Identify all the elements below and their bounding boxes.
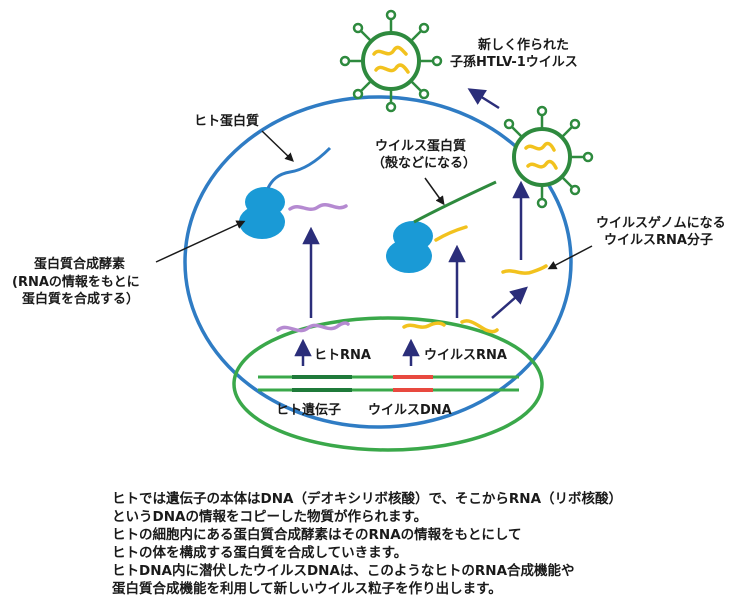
leader-enzyme xyxy=(155,220,246,263)
label-human-protein: ヒト蛋白質 xyxy=(194,113,259,129)
budding-virus xyxy=(503,105,594,209)
leader-virus-genome xyxy=(547,245,593,270)
caption-line: ヒトの体を構成する蛋白質を合成していきます。 xyxy=(112,545,408,561)
caption-line: ヒトDNA内に潜伏したウイルスDNAは、このようなヒトのRNA合成機能や xyxy=(112,563,575,579)
label-human-gene: ヒト遺伝子 xyxy=(276,402,341,418)
virus-rna-nucleus-2 xyxy=(460,319,499,334)
label-new-virus-2: 子孫HTLV-1ウイルス xyxy=(450,54,578,70)
arrow-release-virus xyxy=(467,88,500,110)
label-enzyme-2: (RNAの情報をもとに xyxy=(12,274,140,290)
nucleus xyxy=(232,316,544,452)
label-virus-genome-2: ウイルスRNA分子 xyxy=(604,232,713,248)
explanation-text: ヒトでは遺伝子の本体はDNA（デオキシリボ核酸）で、そこからRNA（リボ核酸） … xyxy=(112,490,732,598)
cell-membrane xyxy=(183,95,573,429)
human-rna-nucleus xyxy=(276,321,350,333)
ribosome-left xyxy=(239,187,285,239)
label-virus-rna: ウイルスRNA xyxy=(424,348,507,363)
label-new-virus-1: 新しく作られた xyxy=(478,37,569,53)
released-virus xyxy=(339,9,443,113)
virus-genome-rna xyxy=(501,264,548,275)
human-protein-chain xyxy=(266,146,332,189)
caption-line: ヒトでは遺伝子の本体はDNA（デオキシリボ核酸）で、そこからRNA（リボ核酸） xyxy=(112,491,623,507)
caption-line: というDNAの情報をコピーした物質が作られます。 xyxy=(112,509,428,525)
human-rna-cytoplasm xyxy=(288,202,348,212)
label-enzyme-3: 蛋白質を合成する） xyxy=(22,291,139,307)
caption-line: 蛋白質合成機能を利用して新しいウイルス粒子を作り出します。 xyxy=(112,581,502,597)
label-human-rna: ヒトRNA xyxy=(314,348,371,363)
label-virus-protein-1: ウイルス蛋白質 xyxy=(375,138,466,154)
virus-rna-nucleus-1 xyxy=(402,321,446,329)
label-enzyme-1: 蛋白質合成酵素 xyxy=(34,256,125,272)
leader-virus-protein xyxy=(424,177,445,206)
dna-strands xyxy=(258,375,519,392)
virus-protein-chain xyxy=(413,180,497,224)
caption-line: ヒトの細胞内にある蛋白質合成酵素はそのRNAの情報をもとにして xyxy=(112,527,522,543)
arrow-virus-rna-to-genome xyxy=(491,286,528,319)
virus-rna-cytoplasm xyxy=(434,225,468,242)
ribosome-right xyxy=(386,221,433,273)
label-virus-genome-1: ウイルスゲノムになる xyxy=(596,215,726,231)
label-virus-protein-2: （殻などになる） xyxy=(372,155,476,171)
leader-human-protein xyxy=(261,130,294,162)
label-virus-dna: ウイルスDNA xyxy=(368,403,452,418)
